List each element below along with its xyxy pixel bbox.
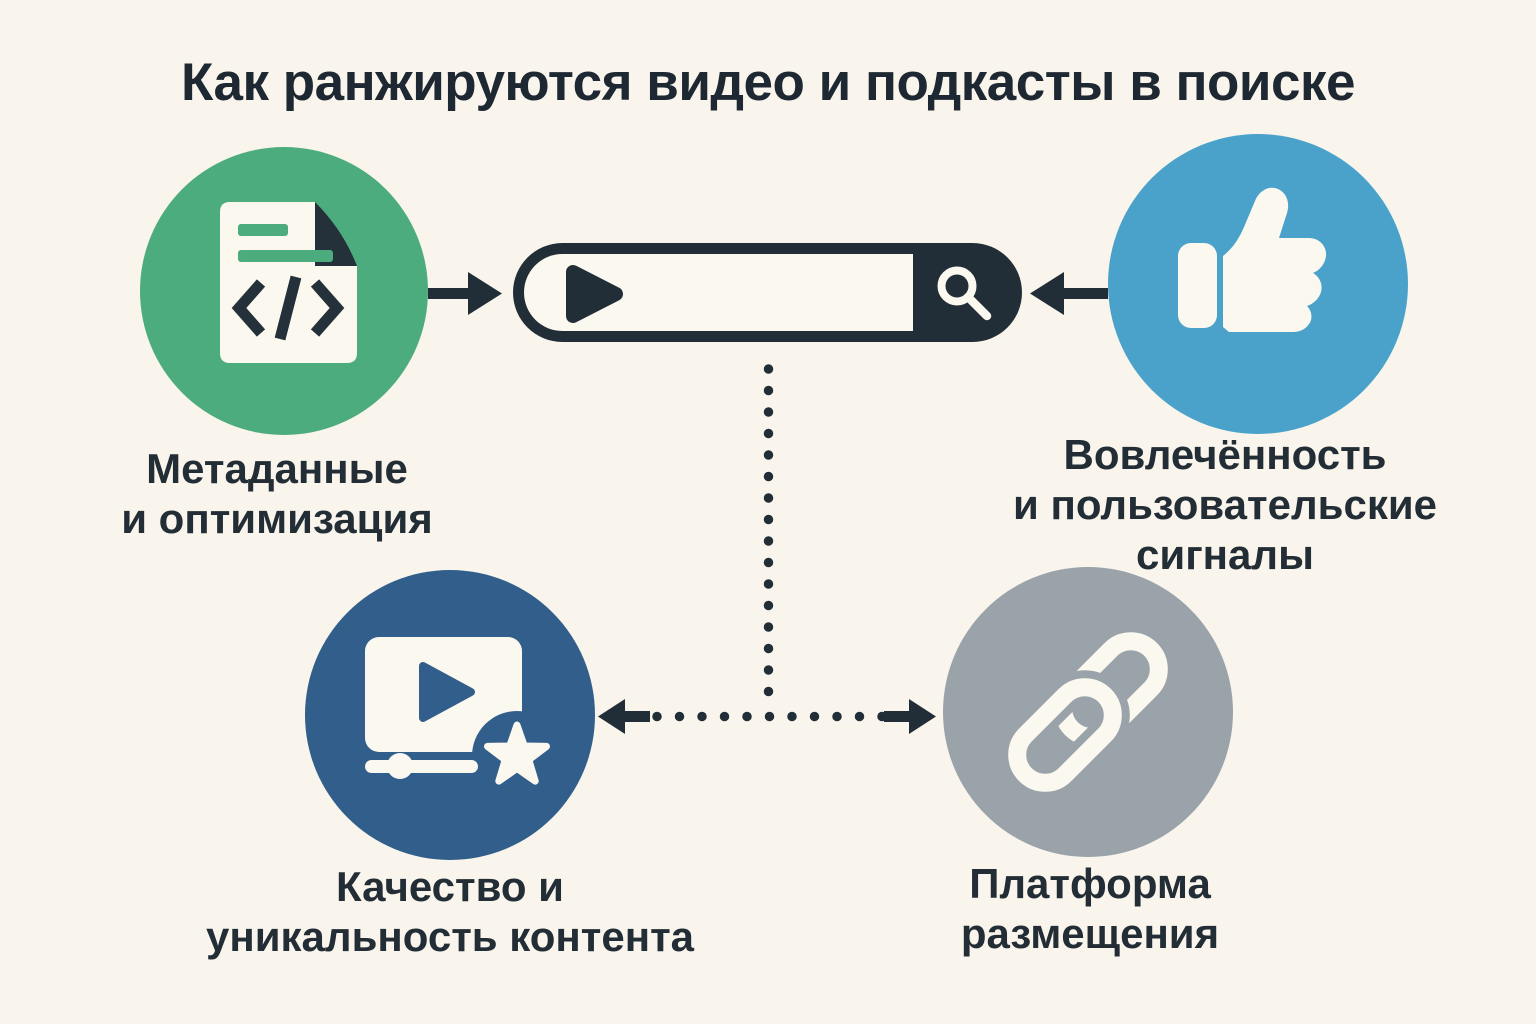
label-line: размещения — [960, 910, 1220, 957]
star-icon — [484, 721, 550, 785]
platform-circle — [943, 567, 1233, 857]
factor-circle-engagement — [1108, 134, 1408, 434]
video-player-star-icon — [365, 637, 562, 801]
play-icon — [566, 265, 623, 323]
label-line: сигналы — [1136, 531, 1314, 578]
label-platform: Платформа размещения — [880, 859, 1300, 959]
label-metadata: Метаданные и оптимизация — [77, 444, 477, 544]
label-line: и оптимизация — [121, 495, 433, 542]
label-line: Платформа — [969, 860, 1211, 907]
search-bar — [513, 243, 1022, 342]
arrow-to-quality — [598, 699, 650, 734]
arrow-metadata-to-search — [428, 272, 502, 315]
search-icon — [937, 266, 992, 321]
label-line: Качество и — [336, 863, 564, 910]
label-engagement: Вовлечённость и пользовательские сигналы — [985, 430, 1465, 580]
label-line: уникальность контента — [205, 913, 695, 960]
thumbs-up-icon — [1178, 187, 1327, 332]
page-title: Как ранжируются видео и подкасты в поиск… — [181, 53, 1355, 112]
arrow-to-platform — [884, 699, 936, 734]
factor-circle-platform — [943, 567, 1233, 857]
label-line: и пользовательские — [1012, 481, 1438, 528]
label-line: Метаданные — [146, 445, 408, 492]
link-icon — [1000, 632, 1168, 800]
code-document-icon — [220, 202, 357, 363]
factor-circle-metadata — [140, 147, 428, 435]
label-quality: Качество и уникальность контента — [190, 862, 710, 962]
search-field — [524, 254, 913, 331]
factor-circle-quality — [305, 570, 595, 860]
arrow-engagement-to-search — [1030, 272, 1108, 315]
label-line: Вовлечённость — [1063, 431, 1387, 478]
